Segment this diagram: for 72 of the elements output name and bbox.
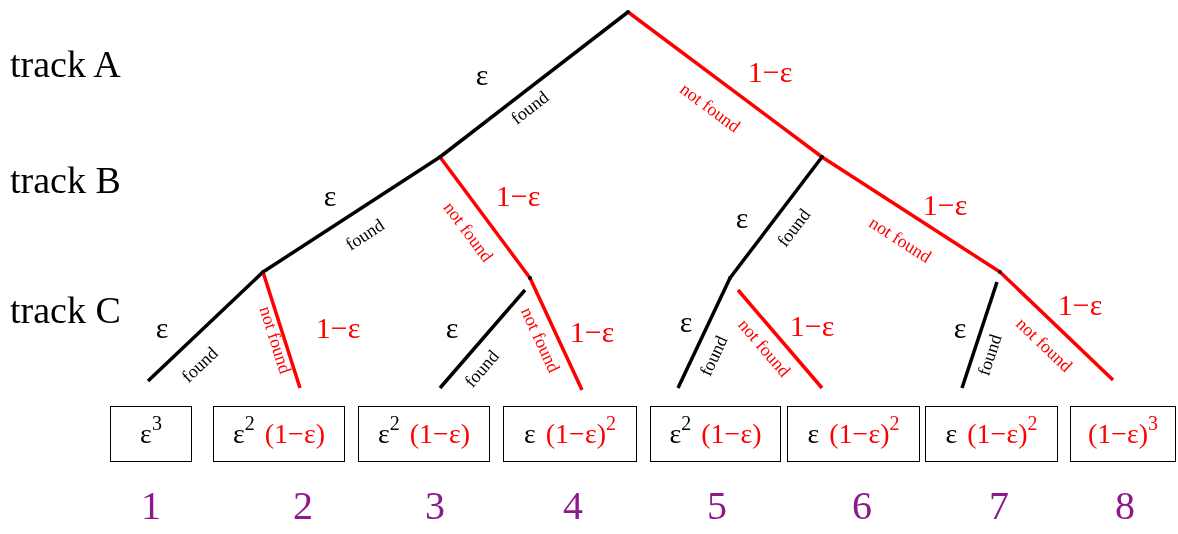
- probability-term: (1−ε): [409, 418, 470, 450]
- result-box: [925, 406, 1058, 462]
- result-box: [787, 406, 920, 462]
- edge-label: ε: [445, 311, 459, 345]
- edge-label: 1−ε: [789, 309, 835, 342]
- edge-label: 1−ε: [495, 179, 541, 213]
- edge-label: ε: [475, 58, 489, 92]
- result-box: [1070, 406, 1176, 462]
- outcome-number: 1: [141, 482, 161, 529]
- tree-branch: [626, 10, 824, 159]
- track-label: track B: [10, 158, 121, 202]
- tree-branch: [261, 271, 302, 389]
- probability-term: (1−ε): [264, 418, 325, 450]
- tree-branch: [528, 277, 584, 391]
- tree-branch: [998, 270, 1115, 382]
- result-box: [213, 406, 345, 462]
- probability-term: (1−ε)$^{3}$: [1087, 418, 1159, 450]
- result-box: [503, 406, 637, 462]
- tree-branch: [736, 288, 824, 390]
- probability-term: ε: [945, 418, 958, 450]
- edge-label: ε: [679, 305, 693, 339]
- track-label: track C: [10, 288, 121, 332]
- result-box: [358, 406, 490, 462]
- outcome-number: 5: [707, 482, 727, 529]
- branch-point: [998, 270, 1002, 274]
- probability-term: ε: [524, 418, 536, 450]
- edge-label: 1−ε: [922, 188, 968, 222]
- branch-point: [820, 155, 824, 159]
- tree-branch: [438, 155, 532, 280]
- edge-label: ε: [323, 179, 337, 213]
- edge-label: 1−ε: [1057, 288, 1103, 322]
- branch-point: [261, 270, 265, 274]
- probability-term: (1−ε)$^{2}$: [967, 418, 1038, 450]
- result-box: [650, 406, 781, 462]
- edge-label: ε: [953, 311, 967, 345]
- edge-label: ε: [155, 311, 169, 345]
- probability-term: ε$^{3}$: [140, 418, 162, 450]
- outcome-number: 4: [563, 482, 583, 529]
- branch-label: found: [973, 331, 1007, 379]
- edge-label: 1−ε: [315, 311, 361, 345]
- track-label: track A: [10, 42, 121, 86]
- probability-term: ε$^{2}$: [378, 418, 400, 450]
- probability-term: (1−ε)$^{2}$: [545, 418, 616, 450]
- tree-branch: [960, 281, 999, 389]
- edge-label: ε: [735, 201, 749, 235]
- edge-label: 1−ε: [747, 55, 793, 89]
- outcome-number: 3: [425, 482, 445, 529]
- outcome-number: 2: [293, 482, 313, 529]
- probability-term: ε: [807, 418, 820, 450]
- probability-term: ε$^{2}$: [233, 418, 255, 450]
- edge-label: 1−ε: [569, 315, 615, 349]
- branch-label: not found: [515, 304, 565, 376]
- tree-branch: [262, 155, 441, 274]
- outcome-number: 7: [989, 482, 1009, 529]
- tree-branch: [146, 270, 265, 383]
- probability-term: (1−ε)$^{2}$: [829, 418, 900, 450]
- tree-branch: [821, 155, 1001, 274]
- branch-label: found: [695, 332, 733, 380]
- tree-branch: [438, 288, 527, 390]
- tree-branch: [438, 10, 630, 159]
- branch-point: [528, 276, 532, 280]
- branch-point: [626, 10, 630, 14]
- tree-branch: [728, 155, 824, 280]
- outcome-number: 8: [1115, 482, 1135, 529]
- branch-point: [728, 276, 732, 280]
- branch-label: not found: [254, 303, 296, 377]
- outcome-number: 6: [852, 482, 872, 529]
- probability-term: ε$^{2}$: [669, 418, 692, 450]
- branch-point: [438, 155, 442, 159]
- result-box: [110, 406, 192, 462]
- tree-branch: [676, 277, 732, 389]
- probability-term: (1−ε): [701, 418, 762, 450]
